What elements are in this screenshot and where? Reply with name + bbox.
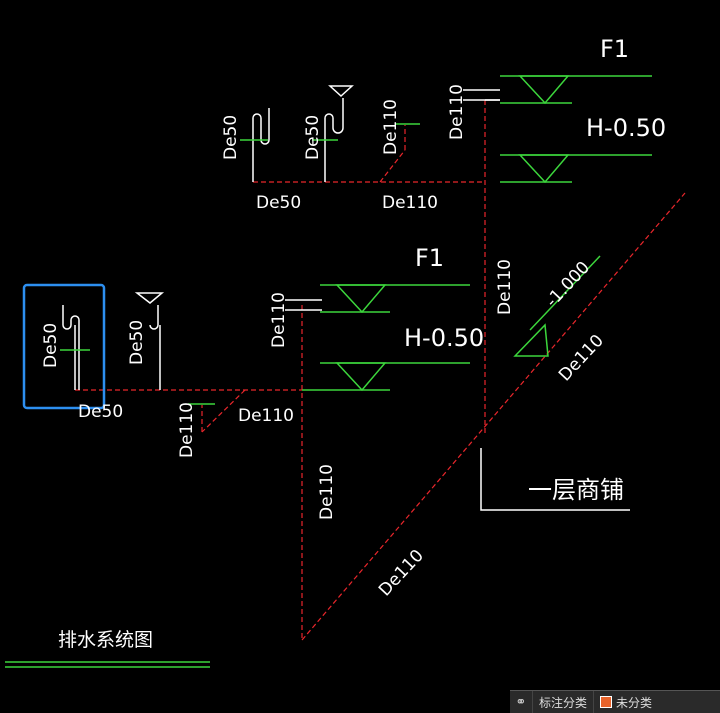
label-de110-diag-upper: De110 [555, 331, 608, 386]
label-h-upper: H-0.50 [586, 114, 666, 142]
label-de110-down: De110 [317, 464, 337, 520]
label-de50-lower-1: De50 [41, 323, 61, 368]
label-de50-upper-h: De50 [256, 193, 301, 213]
f1-level-triangle-lower [335, 284, 387, 314]
category-label: 未分类 [616, 695, 653, 710]
h-level-triangle-lower [335, 362, 387, 392]
selection-box[interactable] [22, 283, 106, 410]
label-floor: 一层商铺 [528, 476, 624, 504]
upper-floor-drain[interactable] [328, 85, 354, 98]
upper-trap-2[interactable] [324, 98, 344, 182]
label-de50-upper-1: De50 [221, 115, 241, 160]
lower-pipe-network[interactable] [75, 192, 686, 641]
diagram-title: 排水系统图 [58, 629, 153, 651]
lower-branch-diagonal[interactable] [201, 389, 246, 433]
upper-level-symbols[interactable] [500, 75, 652, 184]
label-de50-upper-2: De50 [303, 115, 323, 160]
status-bar: ⚭ 标注分类 未分类 [510, 690, 720, 713]
lower-level-symbols[interactable] [302, 284, 470, 392]
label-f1-upper: F1 [600, 35, 629, 63]
label-de110-lower-small: De110 [177, 402, 197, 458]
label-de110-diag-lower: De110 [375, 546, 428, 601]
f1-level-triangle-upper [518, 75, 570, 105]
label-de110-lower-h: De110 [238, 406, 294, 426]
label-de50-lower-2: De50 [127, 320, 147, 365]
label-de110-lower-vert: De110 [269, 292, 289, 348]
category-selector[interactable]: 未分类 [593, 691, 658, 713]
label-de110-upper-vert-2: De110 [447, 84, 467, 140]
label-de110-riser: De110 [495, 259, 515, 315]
label-h-lower: H-0.50 [404, 324, 484, 352]
slope-triangle [513, 323, 549, 357]
label-f1-lower: F1 [415, 244, 444, 272]
floor-bracket [480, 448, 630, 511]
upper-fixtures[interactable] [240, 85, 500, 182]
category-color-swatch [600, 696, 613, 708]
filter-icon[interactable]: ⚭ [515, 694, 527, 710]
lower-riser-cap[interactable] [285, 299, 322, 311]
slope-leader-line [529, 255, 601, 331]
upper-branch-diagonal[interactable] [379, 149, 406, 183]
upper-trap-1[interactable] [252, 108, 270, 182]
label-de110-upper-vert-1: De110 [381, 99, 401, 155]
lower-trap-2[interactable] [149, 305, 161, 390]
label-de50-lower-h: De50 [78, 402, 123, 422]
upper-pipe-network[interactable] [253, 100, 486, 435]
h-level-triangle-upper [518, 154, 570, 184]
label-slope-value: -1.000 [542, 258, 594, 312]
lower-fixtures[interactable] [60, 292, 322, 405]
lower-floor-drain[interactable] [134, 292, 165, 304]
slope-marker[interactable] [513, 255, 601, 357]
tag-category-button[interactable]: 标注分类 [532, 691, 593, 713]
long-diagonal-pipe[interactable] [301, 192, 686, 641]
label-de110-upper-h: De110 [382, 193, 438, 213]
upper-riser-cap[interactable] [463, 89, 500, 101]
lower-trap-1[interactable] [62, 305, 80, 390]
